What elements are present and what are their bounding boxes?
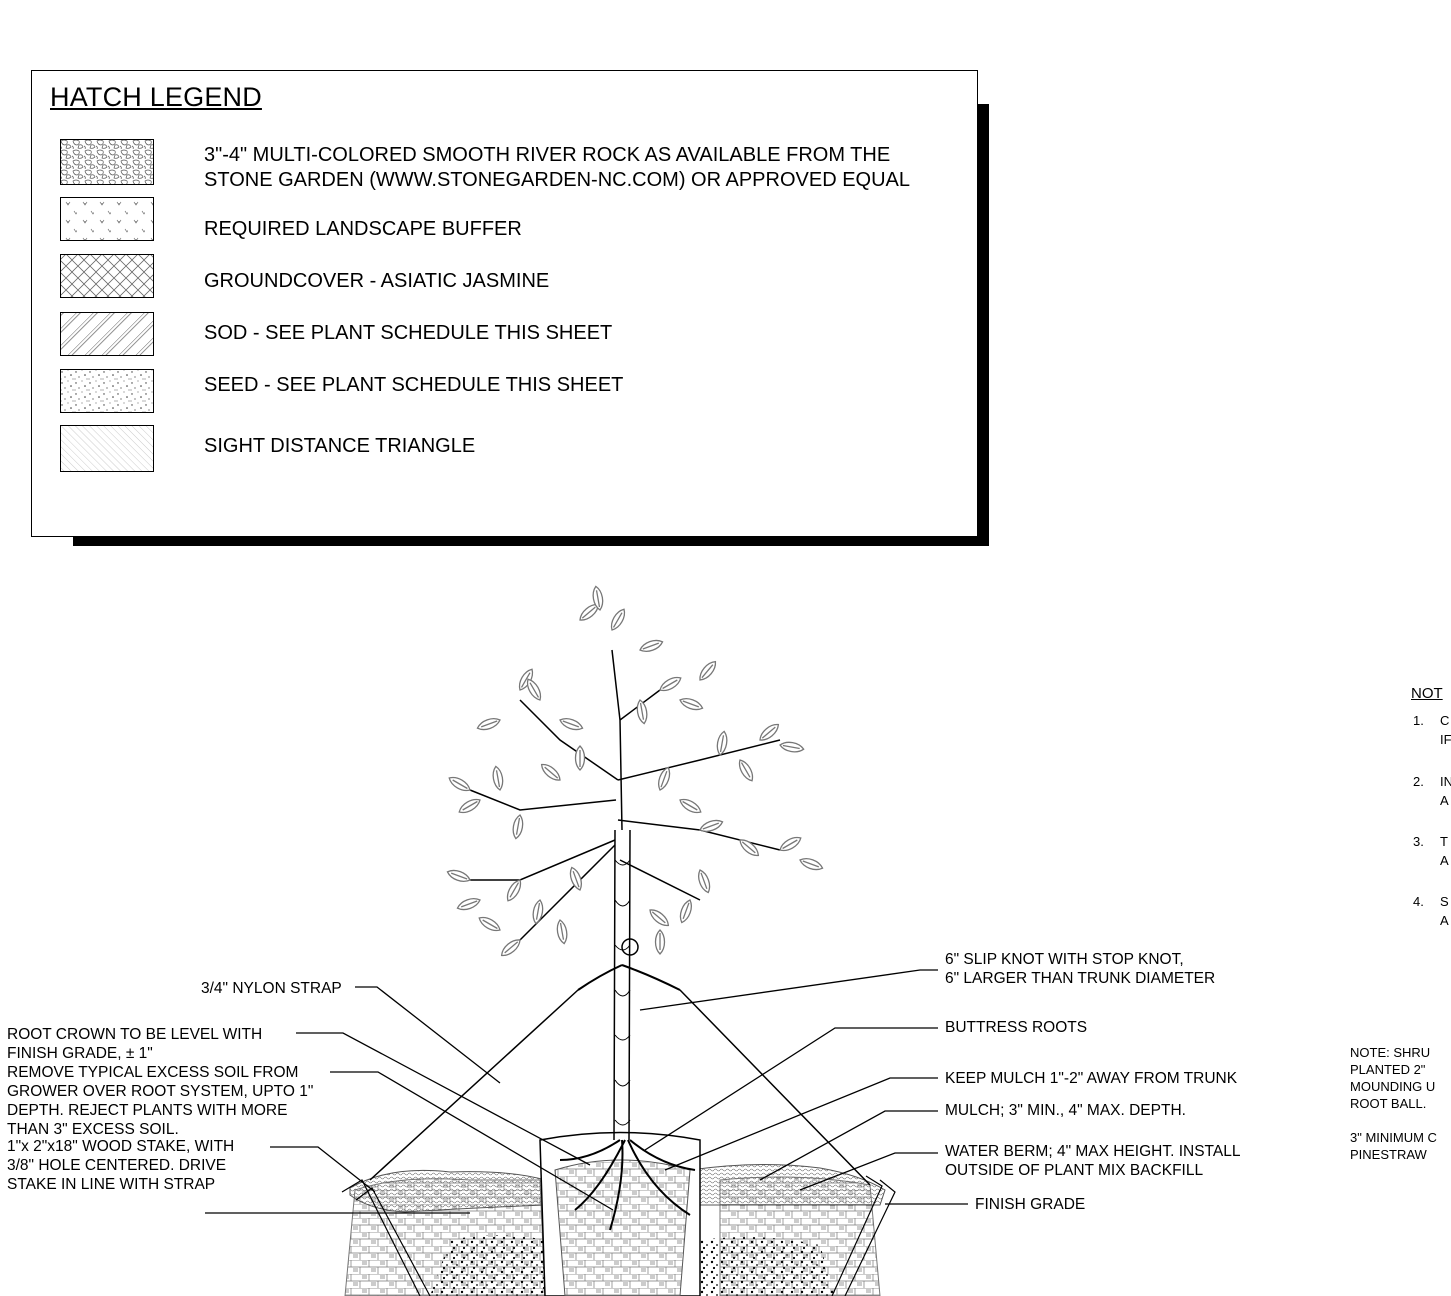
note-4-num: 4. <box>1413 894 1424 909</box>
root-crown-label-1: ROOT CROWN TO BE LEVEL WITH <box>7 1026 263 1043</box>
shrub-note-line-1: NOTE: SHRU <box>1350 1045 1431 1060</box>
note-2-num: 2. <box>1413 774 1424 789</box>
hatch-legend-box <box>31 70 978 537</box>
shrub-note-line-4: ROOT BALL. <box>1350 1096 1427 1111</box>
water-berm-label-2: OUTSIDE OF PLANT MIX BACKFILL <box>945 1162 1204 1179</box>
wood-stake-label-3: STAKE IN LINE WITH STRAP <box>7 1176 216 1193</box>
sight-triangle-swatch <box>60 425 154 472</box>
shrub-note-line-3: MOUNDING U <box>1350 1079 1436 1094</box>
note-1-line-1: C <box>1440 713 1450 728</box>
root-crown-label-2: FINISH GRADE, ± 1" <box>7 1045 153 1062</box>
legend-label-sight-triangle: SIGHT DISTANCE TRIANGLE <box>204 435 476 457</box>
pinestraw-note-line-2: PINESTRAW <box>1350 1147 1427 1162</box>
wood-stake-label-1: 1"x 2"x18" WOOD STAKE, WITH <box>7 1138 235 1155</box>
legend-label-sod: SOD - SEE PLANT SCHEDULE THIS SHEET <box>204 322 613 344</box>
wood-stake-label-2: 3/8" HOLE CENTERED. DRIVE <box>7 1157 227 1174</box>
mulch-depth-label: MULCH; 3" MIN., 4" MAX. DEPTH. <box>945 1102 1186 1119</box>
note-3-num: 3. <box>1413 834 1424 849</box>
note-4-line-2: A <box>1440 913 1449 928</box>
note-3-line-1: T <box>1440 834 1448 849</box>
nylon-strap-label: 3/4" NYLON STRAP <box>201 980 342 997</box>
note-2-line-1: IN <box>1440 774 1451 789</box>
legend-label-river-rock-2: STONE GARDEN (WWW.STONEGARDEN-NC.COM) OR… <box>204 169 910 191</box>
water-berm-label-1: WATER BERM; 4" MAX HEIGHT. INSTALL <box>945 1143 1241 1160</box>
seed-swatch <box>60 369 154 413</box>
keep-mulch-label: KEEP MULCH 1"-2" AWAY FROM TRUNK <box>945 1070 1238 1087</box>
buffer-swatch <box>60 197 154 241</box>
shrub-note-line-2: PLANTED 2" <box>1350 1062 1426 1077</box>
note-4-line-1: S <box>1440 894 1449 909</box>
note-1-num: 1. <box>1413 713 1424 728</box>
excess-soil-label-3: DEPTH. REJECT PLANTS WITH MORE <box>7 1102 288 1119</box>
note-3-line-2: A <box>1440 853 1449 868</box>
excess-soil-label-1: REMOVE TYPICAL EXCESS SOIL FROM <box>7 1064 299 1081</box>
slip-knot-label-1: 6" SLIP KNOT WITH STOP KNOT, <box>945 951 1184 968</box>
finish-grade-label: FINISH GRADE <box>975 1196 1086 1213</box>
excess-soil-label-4: THAN 3" EXCESS SOIL. <box>7 1121 179 1138</box>
sod-swatch <box>60 312 154 356</box>
legend-label-seed: SEED - SEE PLANT SCHEDULE THIS SHEET <box>204 374 624 396</box>
river-rock-swatch <box>60 139 154 185</box>
pinestraw-note-line-1: 3" MINIMUM C <box>1350 1130 1437 1145</box>
legend-title: HATCH LEGEND <box>50 82 262 112</box>
slip-knot-label-2: 6" LARGER THAN TRUNK DIAMETER <box>945 970 1216 987</box>
groundcover-swatch <box>60 254 154 298</box>
notes-heading: NOT <box>1411 685 1443 702</box>
note-2-line-2: A <box>1440 793 1449 808</box>
buttress-roots-label: BUTTRESS ROOTS <box>945 1019 1088 1036</box>
excess-soil-label-2: GROWER OVER ROOT SYSTEM, UPTO 1" <box>7 1083 314 1100</box>
note-1-line-2: IF <box>1440 732 1451 747</box>
legend-label-buffer: REQUIRED LANDSCAPE BUFFER <box>204 218 522 240</box>
legend-label-river-rock: 3"-4" MULTI-COLORED SMOOTH RIVER ROCK AS… <box>204 144 891 166</box>
legend-label-groundcover: GROUNDCOVER - ASIATIC JASMINE <box>204 270 550 292</box>
